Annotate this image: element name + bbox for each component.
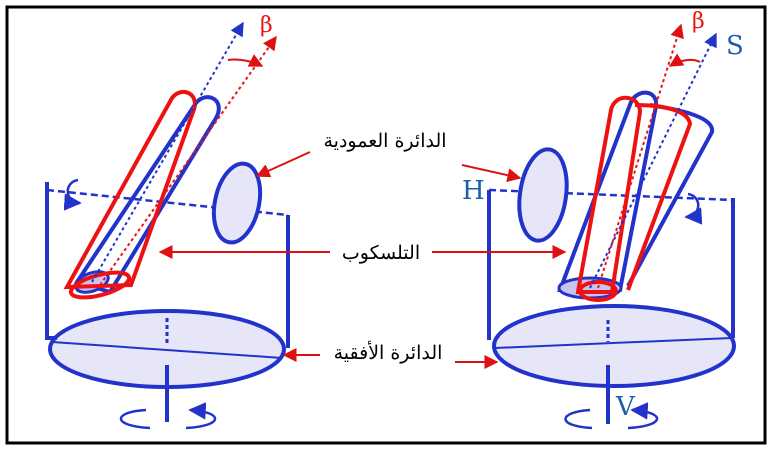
right-sight-line-red bbox=[597, 23, 684, 289]
right-rotation-arrow-icon bbox=[564, 410, 659, 430]
h-axis-label: H bbox=[462, 176, 485, 206]
left-beta-arrow bbox=[227, 54, 264, 67]
right-sight-line-blue bbox=[589, 32, 717, 289]
horizontal-circle-label: الدائرة الأفقية bbox=[334, 340, 443, 364]
right-frame-rotation-icon bbox=[684, 192, 703, 225]
vertical-circle-arrow-right bbox=[461, 164, 522, 183]
right-frame-top bbox=[488, 188, 734, 202]
left-telescope-red bbox=[63, 89, 197, 290]
left-sight-line-red bbox=[99, 35, 277, 286]
right-disc-diameter bbox=[494, 337, 733, 349]
right-horizontal-circle bbox=[492, 304, 736, 388]
left-theodolite: β bbox=[45, 13, 290, 430]
telescope-label: التلسكوب bbox=[342, 242, 420, 264]
right-theodolite: β S H V bbox=[462, 9, 744, 430]
right-telescope-red bbox=[575, 95, 643, 294]
left-disc-diameter bbox=[51, 341, 283, 359]
vertical-circle-arrow-left bbox=[255, 151, 311, 178]
left-sight-line-blue bbox=[91, 21, 244, 283]
right-beta-arrow bbox=[668, 53, 701, 67]
left-frame-rotation-icon bbox=[63, 178, 82, 211]
v-axis-label: V bbox=[615, 392, 636, 422]
left-beta-label: β bbox=[260, 13, 273, 38]
diagram-border bbox=[5, 5, 767, 445]
left-telescope-blue bbox=[73, 95, 221, 295]
vertical-circle-label: الدائرة العمودية bbox=[323, 130, 446, 152]
right-beta-label: β bbox=[692, 9, 705, 34]
left-vertical-circle bbox=[211, 161, 263, 245]
left-rotation-arrow-icon bbox=[119, 410, 217, 430]
right-vertical-circle bbox=[517, 147, 569, 243]
s-axis-label: S bbox=[726, 31, 744, 61]
